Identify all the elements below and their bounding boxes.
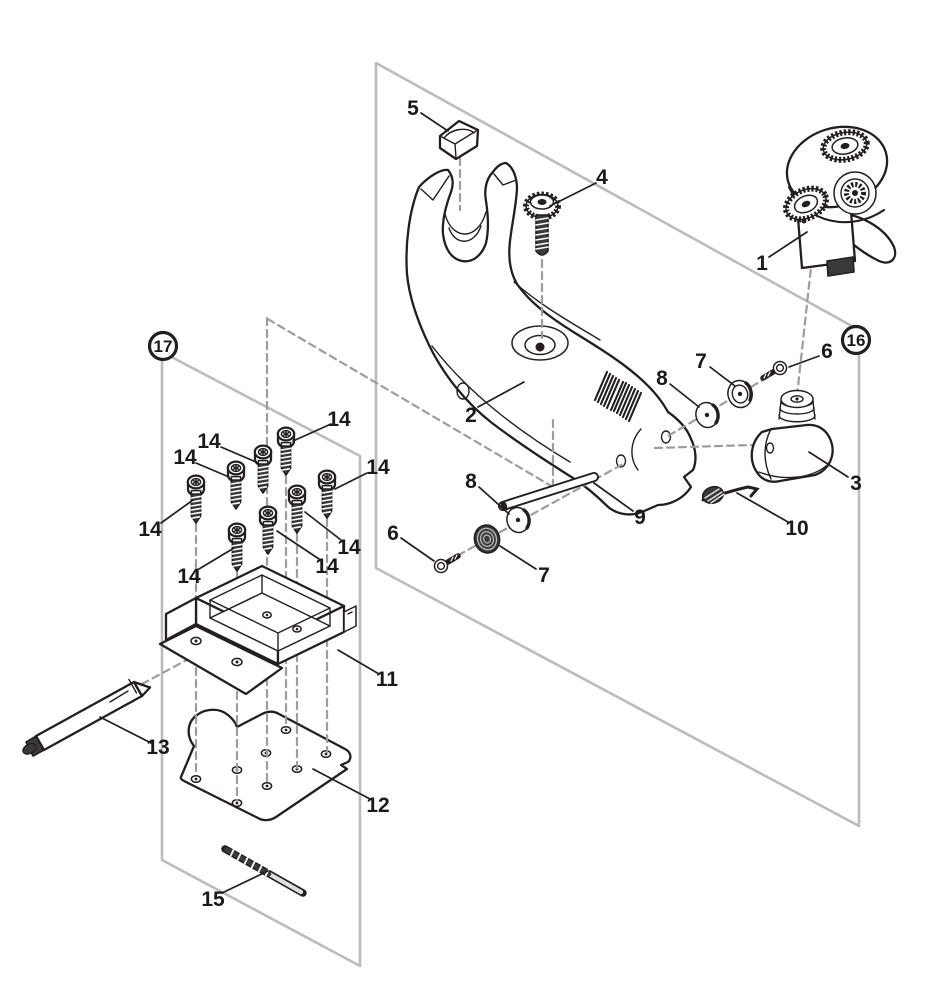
base-body	[750, 423, 834, 483]
screw-14-g	[258, 505, 278, 556]
screw-14-h	[227, 522, 247, 573]
part-8-callout-lower: 8	[465, 470, 477, 493]
part-14-callout-7: 14	[337, 536, 361, 559]
part-12-mounting-plate	[179, 708, 352, 822]
part-3-callout: 3	[850, 472, 862, 495]
guide-part3-to-arm	[653, 443, 754, 450]
leader-14g	[276, 530, 320, 560]
part-4-thumb-screw	[523, 191, 561, 256]
panel-16-plane	[374, 61, 861, 828]
leader-14a	[292, 423, 332, 442]
part-14-callout-1: 14	[327, 408, 351, 431]
screw-14-a	[276, 426, 296, 477]
leader-14f	[304, 511, 342, 541]
part-14-callout-3: 14	[173, 446, 197, 469]
knurled-knob-top	[820, 129, 870, 163]
part-11-bracket	[158, 564, 357, 696]
leader-3	[808, 451, 849, 478]
leader-7r	[709, 366, 736, 387]
part-14-callout-2: 14	[197, 430, 221, 453]
part-13-marker-pen	[22, 678, 152, 757]
arm-ribs	[593, 370, 643, 423]
guide-axis-right	[666, 369, 780, 438]
leader-8r	[669, 383, 700, 408]
iso-panels	[160, 61, 861, 968]
panel-17-callout: 17	[154, 337, 173, 356]
part-1-callout: 1	[756, 252, 768, 275]
part-14-callout-6: 14	[177, 565, 201, 588]
leader-2	[477, 381, 525, 408]
part-10-callout: 10	[785, 517, 808, 540]
arm-hole	[456, 382, 470, 400]
panel-17-plane	[160, 350, 362, 968]
part-14-callout-5: 14	[138, 518, 162, 541]
leader-6r	[788, 355, 820, 368]
panel-16-callout: 16	[847, 331, 866, 350]
leader-6l	[400, 537, 435, 562]
part-5-callout: 5	[407, 97, 419, 120]
leader-5	[420, 112, 449, 132]
leader-9	[593, 482, 634, 512]
part-9-callout: 9	[634, 506, 646, 529]
leader-lines	[99, 112, 849, 894]
part-7-knob-lower	[473, 524, 501, 554]
part-7-callout-lower: 7	[538, 564, 550, 587]
part-6-screw-lower	[433, 553, 461, 574]
part-15-callout: 15	[201, 888, 225, 911]
part-6-callout-lower: 6	[387, 522, 399, 545]
screw-14-b	[253, 444, 273, 495]
bracket-flange	[158, 624, 284, 696]
guide-arm-to-bracket	[264, 316, 555, 489]
callout-labels: 5 4 1 17 16 6 7 8 2 3 10 9 8 6 7 14 14 1…	[138, 97, 872, 911]
part-12-callout: 12	[366, 794, 389, 817]
screw-14-c	[226, 460, 246, 511]
part-4-callout: 4	[596, 166, 608, 189]
part-13-callout: 13	[146, 736, 169, 759]
part-8-washer-lower	[506, 506, 531, 534]
panel-17-badge: 17	[147, 330, 179, 362]
leader-14d	[160, 499, 194, 524]
part-8-callout-right: 8	[656, 367, 668, 390]
guide-part1-to-3	[795, 256, 814, 398]
part-14-callout-4: 14	[366, 456, 390, 479]
knurled-knob-left	[782, 185, 830, 223]
leader-8l	[478, 486, 510, 515]
leader-4	[549, 182, 597, 207]
guide-axis-lower	[435, 462, 625, 569]
leader-14h	[198, 547, 235, 570]
head-ring	[833, 171, 877, 215]
leader-11	[337, 649, 380, 675]
part-3-mount-base	[750, 389, 834, 483]
part-6-callout-right: 6	[821, 340, 833, 363]
leader-14b	[220, 446, 257, 463]
leader-1	[768, 231, 808, 258]
part-8-washer-right	[695, 401, 720, 429]
leader-14c	[195, 462, 230, 478]
part-5-wedge	[438, 119, 480, 161]
part-7-washer-right	[727, 379, 753, 409]
part-6-screw-right	[760, 360, 788, 381]
screw-14-e	[317, 469, 337, 520]
plate-outline	[179, 708, 352, 822]
leader-12	[312, 768, 371, 800]
part-10-spring-clip	[701, 485, 760, 505]
leader-7l	[499, 545, 537, 570]
screw-14-f	[287, 484, 307, 535]
part-14-callout-8: 14	[315, 555, 339, 578]
leader-15	[221, 870, 269, 894]
bracket-tab	[343, 605, 357, 633]
leader-10	[736, 492, 789, 523]
part-1-swivel-head	[782, 125, 897, 277]
part-7-callout-right: 7	[695, 350, 707, 373]
screw-14-d	[186, 474, 206, 525]
leader-13	[99, 716, 152, 744]
bracket-left-face	[164, 596, 198, 642]
leader-14e	[334, 472, 368, 490]
part-2-callout: 2	[465, 404, 477, 427]
part-11-callout: 11	[376, 668, 399, 691]
part-15-drill-bit	[221, 845, 307, 897]
panel-16-badge: 16	[840, 324, 872, 356]
